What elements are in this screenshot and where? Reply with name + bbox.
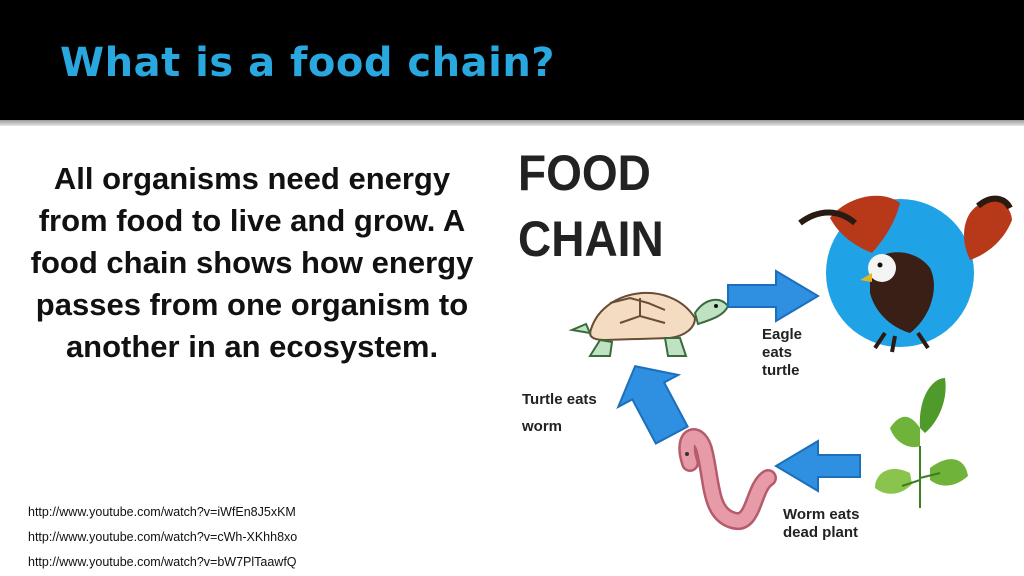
food-chain-diagram: FOOD CHAIN Eagle eats turtle Turtle eats… [500, 128, 1024, 576]
plant-icon [875, 378, 968, 508]
caption-eagle: Eagle eats turtle [762, 326, 803, 379]
caption-turtle-line-2: worm [522, 418, 563, 435]
video-link-1[interactable]: http://www.youtube.com/watch?v=iWfEn8J5x… [28, 505, 296, 519]
link-list: http://www.youtube.com/watch?v=iWfEn8J5x… [28, 500, 448, 575]
diagram-title-line-1: FOOD [518, 145, 651, 201]
caption-worm: Worm eats dead plant [783, 506, 860, 541]
title-divider [0, 120, 1024, 126]
slide-body-text: All organisms need energy from food to l… [30, 161, 474, 364]
turtle-icon [568, 292, 730, 357]
diagram-artwork [568, 195, 1013, 530]
caption-turtle-line-1: Turtle eats [522, 391, 597, 408]
worm-icon [678, 428, 777, 530]
slide-title: What is a food chain? [60, 40, 555, 86]
title-bar [0, 0, 1024, 126]
eagle-icon [798, 195, 1013, 353]
video-link-2[interactable]: http://www.youtube.com/watch?v=cWh-XKhh8… [28, 530, 298, 544]
diagram-title-line-2: CHAIN [518, 211, 664, 267]
arrow-icon [616, 269, 861, 493]
video-link-3[interactable]: http://www.youtube.com/watch?v=bW7PlTaaw… [28, 555, 297, 569]
